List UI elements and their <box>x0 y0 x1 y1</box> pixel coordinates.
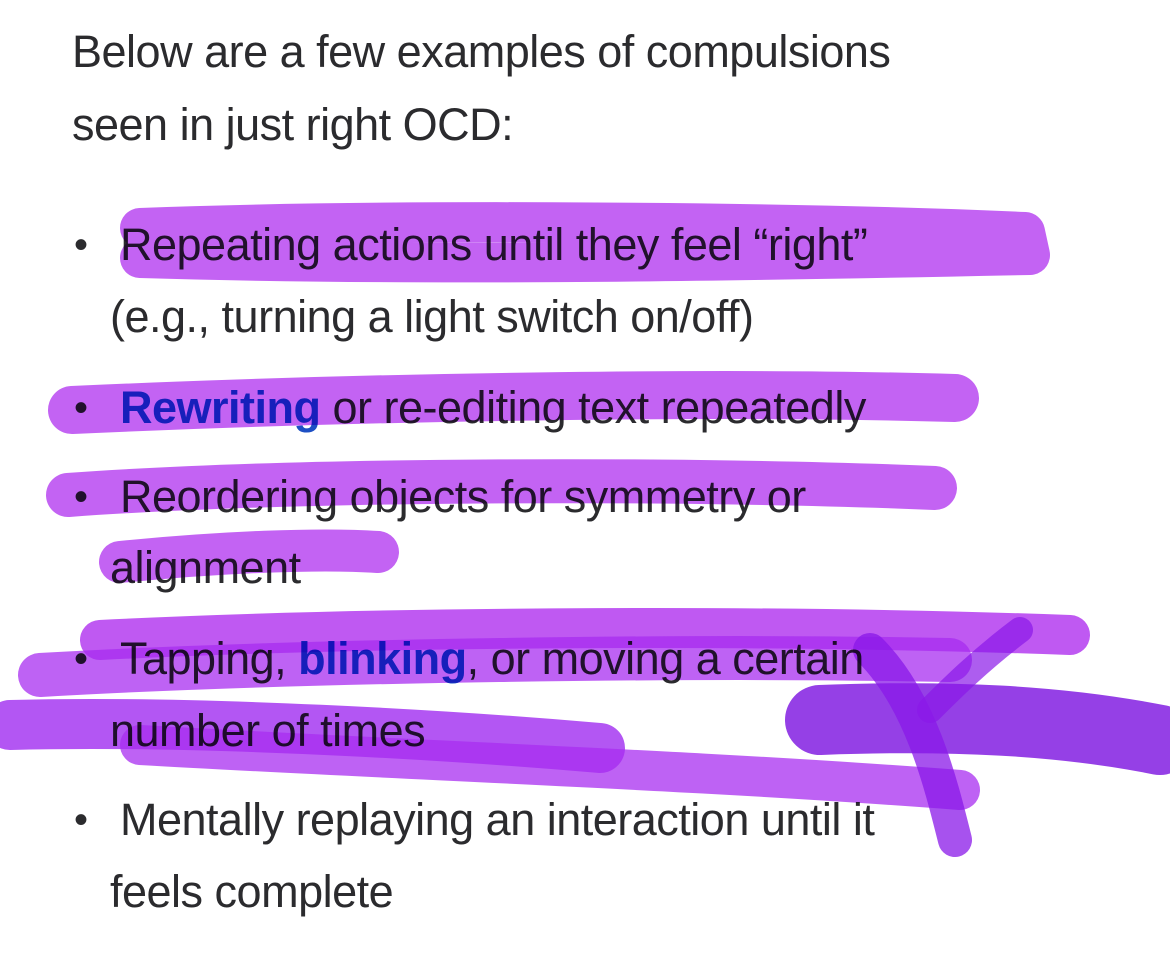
list-item-text: Reordering objects for symmetry or <box>120 471 806 522</box>
list-item-text: (e.g., turning a light switch on/off) <box>110 291 754 342</box>
highlight-stroke <box>853 633 972 857</box>
intro-line-1: Below are a few examples of compulsions <box>72 26 891 77</box>
highlight-stroke <box>917 617 1033 723</box>
blinking-link[interactable]: blinking <box>298 633 467 684</box>
list-item-text: alignment <box>110 542 301 593</box>
list-item-text: feels complete <box>110 866 394 917</box>
highlight-stroke <box>785 683 1170 775</box>
list-item-text: Tapping, <box>120 633 299 684</box>
intro-line-2: seen in just right OCD: <box>72 99 514 150</box>
bullet: • <box>74 475 89 519</box>
bullet: • <box>74 223 89 267</box>
bullet: • <box>74 386 89 430</box>
bullet: • <box>74 637 89 681</box>
list-item-text: number of times <box>110 705 426 756</box>
list-item-text: Repeating actions until they feel “right… <box>120 219 868 270</box>
bullet: • <box>74 798 89 842</box>
rewriting-link[interactable]: Rewriting <box>120 382 321 433</box>
list-item-text: or re-editing text repeatedly <box>320 382 867 433</box>
list-item-text: Mentally replaying an interaction until … <box>120 794 875 845</box>
list-item-text: , or moving a certain <box>466 633 865 684</box>
